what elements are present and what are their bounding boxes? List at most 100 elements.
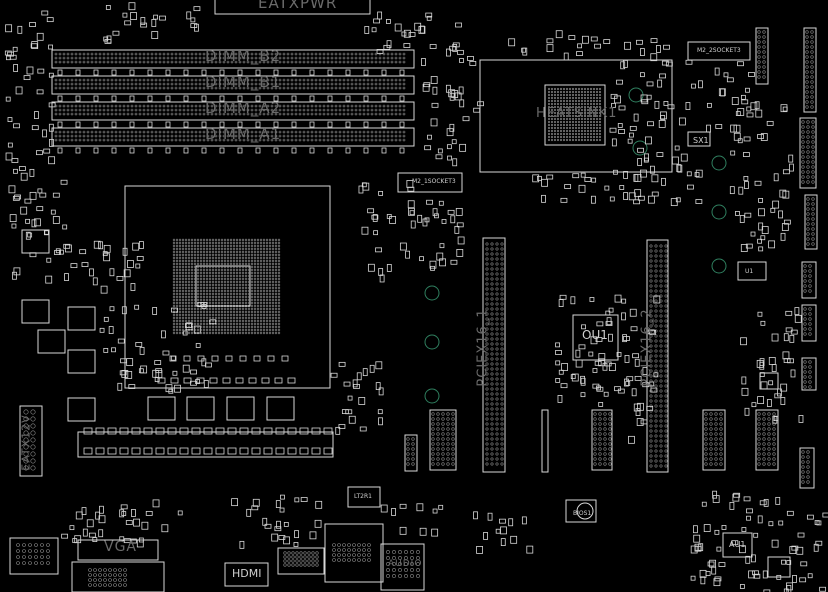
dimm-pin [70,108,74,112]
vga-pin [108,573,112,577]
chipset-ball [595,93,599,97]
cpu-pin [190,289,194,293]
smd-component [732,493,740,502]
dimm-pin [342,60,346,64]
dimm-pin [250,138,254,142]
header-pin [714,457,718,461]
dimm-pin [238,82,242,86]
smd-component [283,522,289,527]
dimm-pin [346,78,350,82]
smd-component [658,120,666,128]
chipset-ball [577,132,581,136]
chipset-ball [577,129,581,133]
cpu-pin [175,313,179,317]
cpu-pin [235,280,239,284]
cpu-pin [235,307,239,311]
cpu-pin [250,247,254,251]
smd-component [786,582,793,591]
pcie-pin [654,464,658,468]
cpu-pin [262,274,266,278]
lan-pin [352,543,356,547]
dimm-pin [378,60,382,64]
cpu-pin [250,241,254,245]
cpu-pin [184,262,188,266]
pcie-pin [664,299,668,303]
smd-component [716,546,722,552]
header-pin [808,274,812,278]
dimm-pin [390,138,394,142]
pcie-pin [490,417,494,421]
pcie-pin [490,322,494,326]
header-pin [805,70,809,74]
dimm-pin [218,52,222,56]
chipset-ball [592,120,596,124]
dimm-pin [246,60,250,64]
smd-component [499,518,506,524]
pcie-pin [664,364,668,368]
pcie-pin [490,242,494,246]
dimm-pin [334,60,338,64]
smd-component [775,496,781,505]
cpu-pin [253,322,257,326]
pcie-pin [485,457,489,461]
pcie-pin [490,297,494,301]
cpu-pin [220,316,224,320]
cpu-pin [211,301,215,305]
cpu-pin [175,328,179,332]
cpu-pin [190,277,194,281]
smd-component [584,177,592,182]
smd-component [596,321,604,327]
cpu-pin [187,313,191,317]
cpu-pin [217,292,221,296]
dimm-pin [82,134,86,138]
header-pin [801,470,805,474]
chipset-ball [553,120,557,124]
smd-component [454,225,460,234]
dimm-pin [70,78,74,82]
pcie-pin [500,332,504,336]
header-pin [806,207,810,211]
smd-component [653,295,661,304]
dimm-decoupling-cap [291,95,297,102]
smd-component [5,152,13,161]
audio-pin [410,568,414,572]
chipset-ball [571,138,575,142]
pcie-pin [654,379,658,383]
chipset-ball [592,108,596,112]
cpu-pin [190,298,194,302]
header-pin [603,462,607,466]
dimm-pin [350,82,354,86]
dimm-pin [334,108,338,112]
chipset-ball [595,87,599,91]
m2-socket3 [397,172,463,193]
smd-component [741,527,747,532]
header-pin [806,160,810,164]
cpu-pin [214,289,218,293]
dvi-pin [303,555,307,559]
dimm-pin [402,56,406,60]
cpu-pin [175,304,179,308]
pciex16-2-slot [646,239,669,473]
dimm-pin [118,56,122,60]
vrm-cap [155,427,165,435]
smd-component [109,268,115,277]
dimm-pin [366,86,370,90]
dimm-pin [346,60,350,64]
chipset-ball [583,105,587,109]
vrm-cap [299,447,309,455]
cpu-pin [265,283,269,287]
header-pin [762,65,766,69]
pcie-pin [649,354,653,358]
header-pin [803,322,807,326]
cpu-pin [205,250,209,254]
dimm-pin [310,52,314,56]
pcie-pin [500,432,504,436]
pcie-pin [649,359,653,363]
chipset-ball [577,90,581,94]
dimm-pin [354,82,358,86]
chipset-ball [556,99,560,103]
cpu-pin [259,238,263,242]
header-pin [810,55,814,59]
header-pin [714,422,718,426]
